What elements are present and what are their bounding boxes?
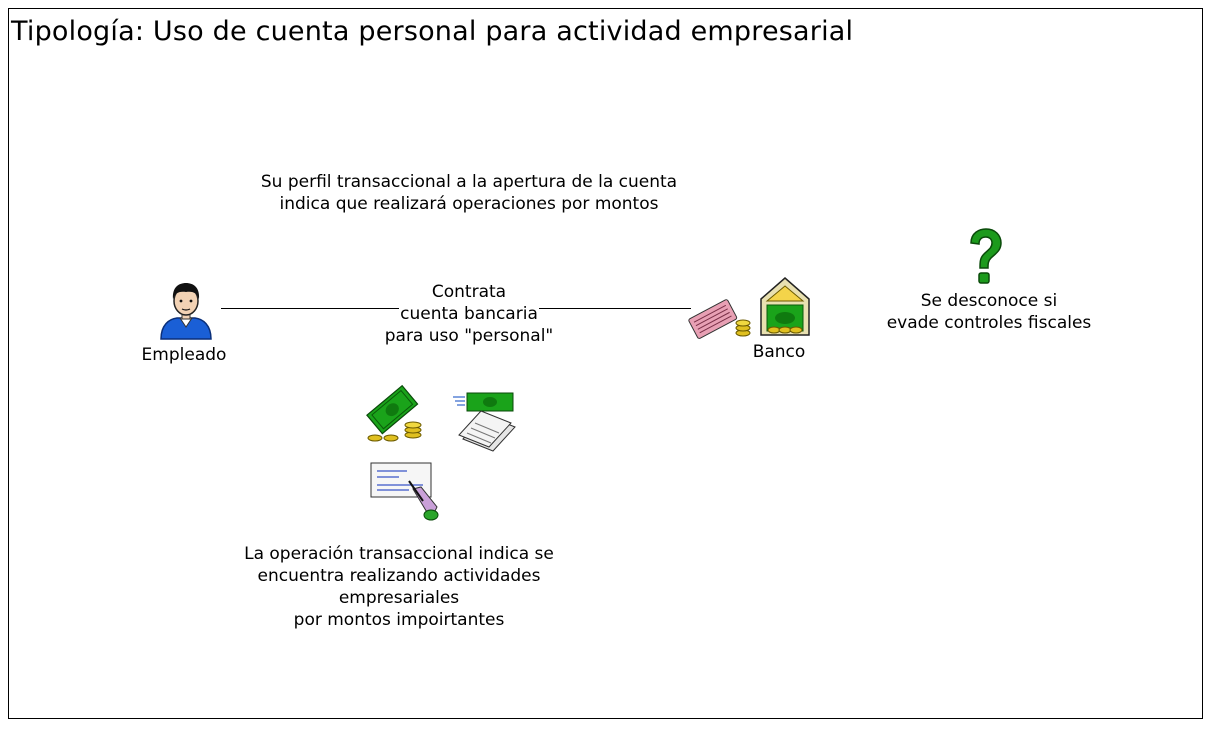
diagram-frame: Tipología: Uso de cuenta personal para a… xyxy=(8,8,1203,719)
connector-label-line-1: Contrata xyxy=(431,282,507,302)
diagram-title: Tipología: Uso de cuenta personal para a… xyxy=(11,16,854,47)
credit-card-coins-icon xyxy=(685,293,751,339)
operation-note-line-2: encuentra realizando actividades xyxy=(257,566,541,586)
bank-icon xyxy=(757,275,813,337)
unknown-note-line-2: evade controles fiscales xyxy=(886,313,1092,333)
person-icon xyxy=(155,281,217,341)
unknown-note-line-1: Se desconoce si xyxy=(920,291,1058,311)
signing-check-icon xyxy=(369,459,441,521)
bank-label: Banco xyxy=(752,342,806,362)
profile-note: Su perfil transaccional a la apertura de… xyxy=(241,171,697,215)
transfer-money-icon xyxy=(451,391,517,453)
question-mark-icon xyxy=(963,227,1007,287)
operation-note-line-1: La operación transaccional indica se xyxy=(244,544,554,564)
operation-note-line-4: por montos impoirtantes xyxy=(293,610,505,630)
profile-note-line-1: Su perfil transaccional a la apertura de… xyxy=(260,172,678,192)
employee-label: Empleado xyxy=(141,345,227,365)
cash-coins-icon xyxy=(361,381,423,443)
operation-note: La operación transaccional indica se enc… xyxy=(229,543,569,631)
profile-note-line-2: indica que realizará operaciones por mon… xyxy=(279,194,659,214)
connector-label-line-3: para uso "personal" xyxy=(384,326,554,346)
connector-label-line-2: cuenta bancaria xyxy=(399,303,539,325)
unknown-note: Se desconoce si evade controles fiscales xyxy=(879,290,1099,334)
operation-note-line-3: empresariales xyxy=(338,588,460,608)
connector-label: Contrata cuenta bancaria para uso "perso… xyxy=(357,281,581,347)
